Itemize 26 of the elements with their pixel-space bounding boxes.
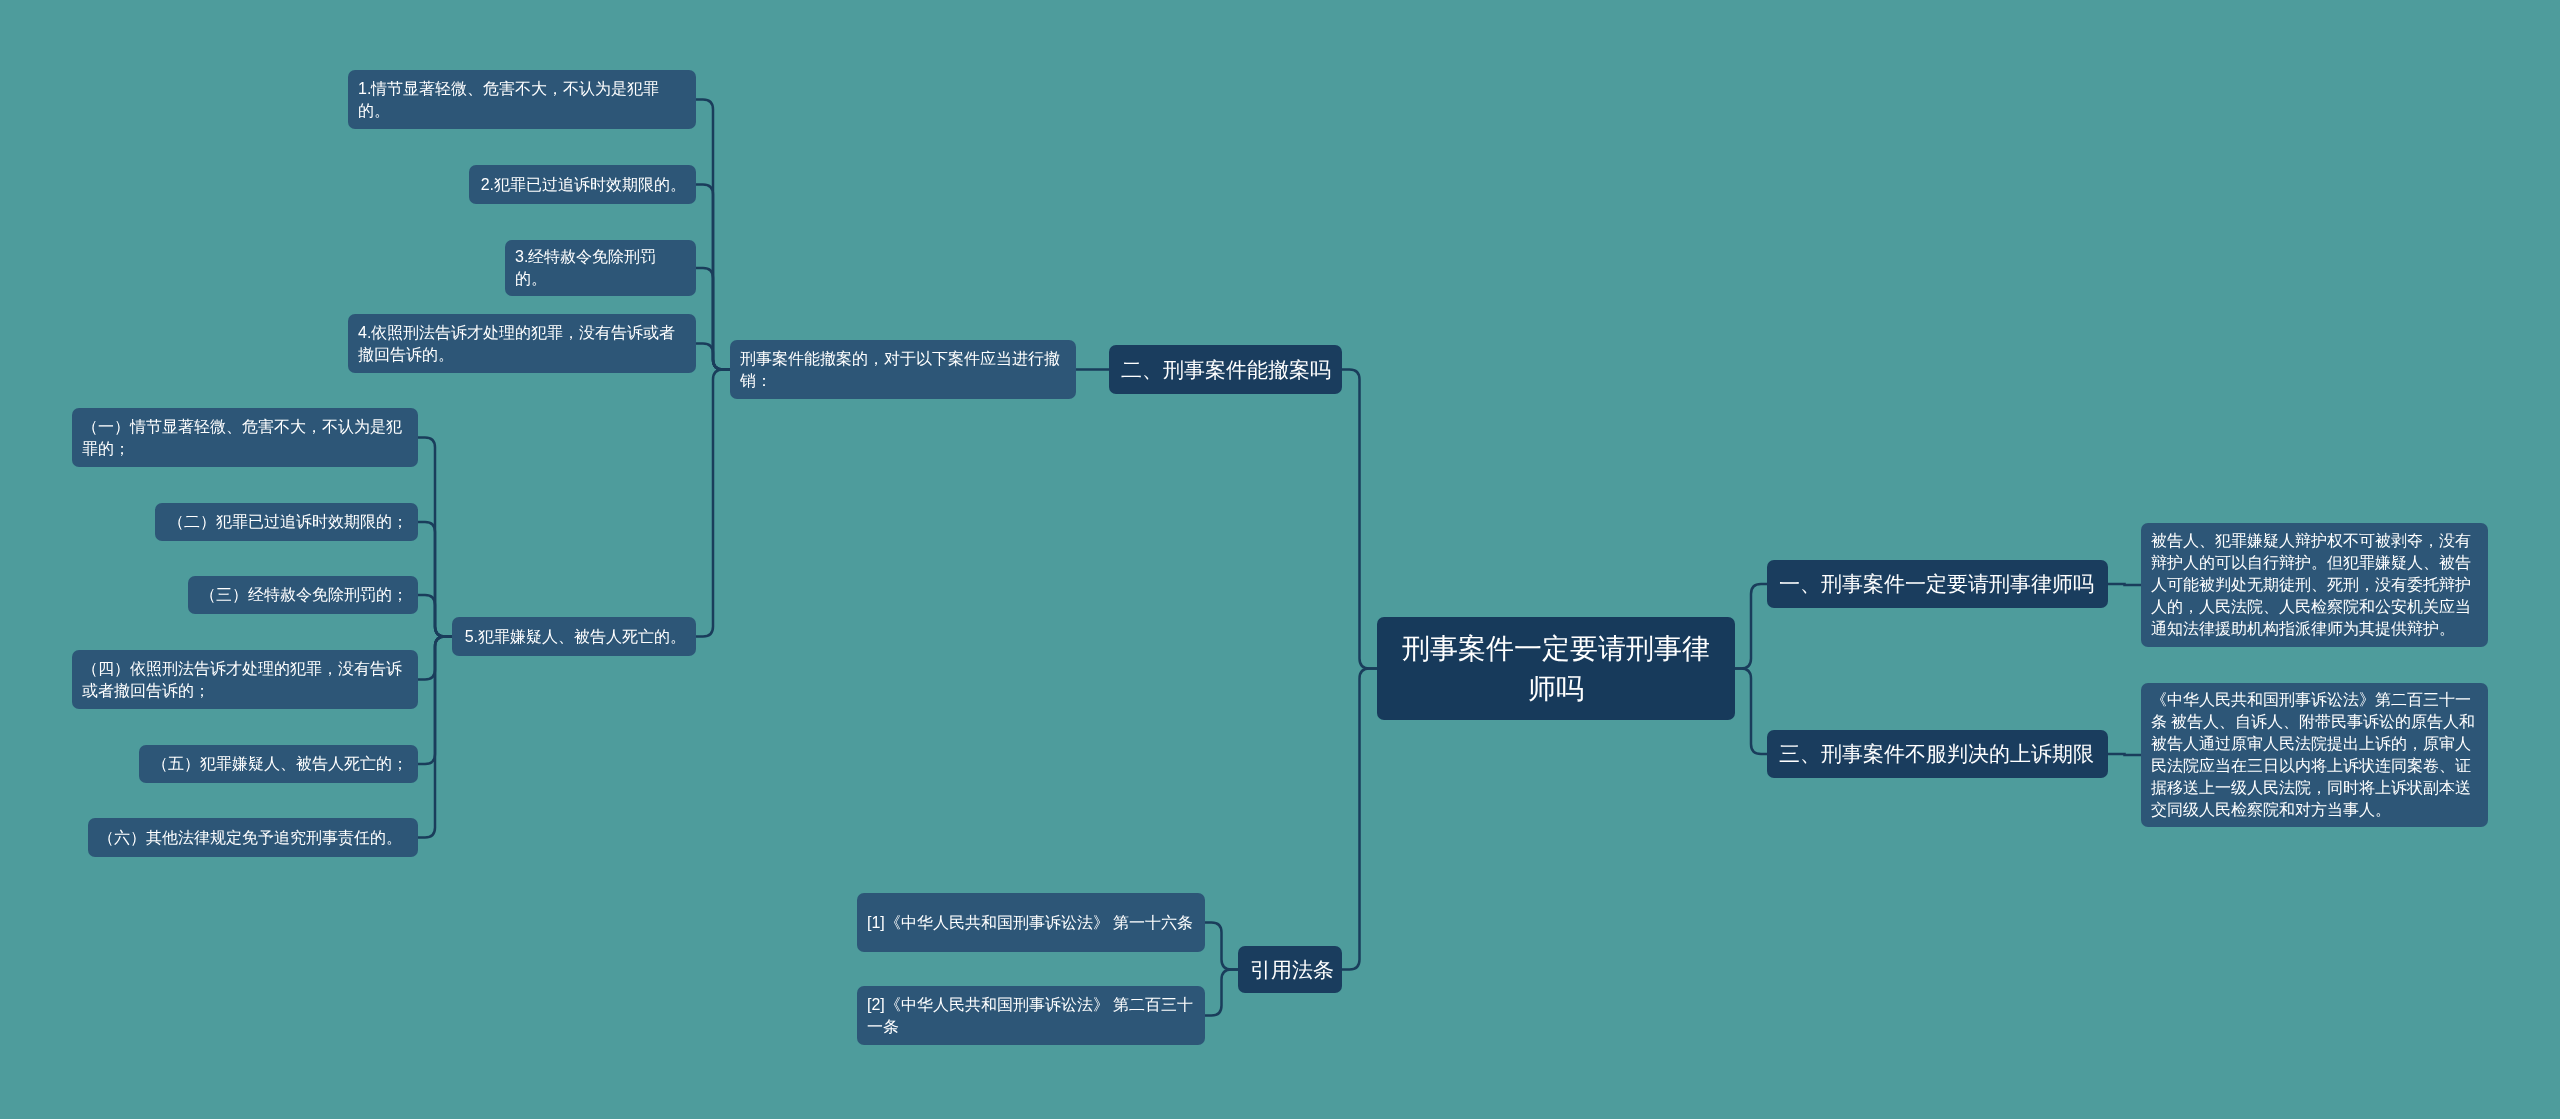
branch-box: 三、刑事案件不服判决的上诉期限	[1767, 730, 2108, 778]
text-box: 1.情节显著轻微、危害不大，不认为是犯罪的。	[348, 70, 696, 129]
text-box: 2.犯罪已过追诉时效期限的。	[469, 165, 696, 204]
text-box: （六）其他法律规定免予追究刑事责任的。	[88, 818, 418, 857]
topic-box: 刑事案件一定要请刑事律师吗	[1377, 617, 1735, 720]
text-box: 刑事案件能撤案的，对于以下案件应当进行撤销：	[730, 340, 1076, 399]
connector-line	[1205, 968, 1238, 1017]
text-box: （四）依照刑法告诉才处理的犯罪，没有告诉或者撤回告诉的；	[72, 650, 418, 709]
text-box: （五）犯罪嫌疑人、被告人死亡的；	[139, 745, 418, 783]
branch-box: 引用法条	[1238, 946, 1342, 993]
text-box: 4.依照刑法告诉才处理的犯罪，没有告诉或者撤回告诉的。	[348, 314, 696, 373]
branch-box: 一、刑事案件一定要请刑事律师吗	[1767, 560, 2108, 608]
connector-line	[2108, 582, 2141, 587]
text-box: 5.犯罪嫌疑人、被告人死亡的。	[452, 617, 696, 656]
text-box: （一）情节显著轻微、危害不大，不认为是犯罪的；	[72, 408, 418, 467]
connector-line	[1342, 667, 1377, 971]
text-box: 3.经特赦令免除刑罚的。	[505, 240, 696, 296]
text-box: 被告人、犯罪嫌疑人辩护权不可被剥夺，没有辩护人的可以自行辩护。但犯罪嫌疑人、被告人可能被判处无期徒刑、死刑，没有委托辩护人的，人民法院、人民检察院和公安机关应当通知法律援助机构指派律师为其提供辩护。	[2141, 523, 2488, 647]
connector-line	[1076, 368, 1109, 371]
text-box: （三）经特赦令免除刑罚的；	[188, 576, 418, 614]
connector-line	[2108, 752, 2141, 757]
text-box: 《中华人民共和国刑事诉讼法》第二百三十一条 被告人、自诉人、附带民事诉讼的原告人和被告人通过原审人民法院提出上诉的，原审人民法院应当在三日以内将上诉状连同案卷、证据移送上一级人民法院，同时将上诉状副本送交同级人民检察院和对方当事人。	[2141, 683, 2488, 827]
text-box: （二）犯罪已过追诉时效期限的；	[155, 503, 418, 541]
branch-box: 二、刑事案件能撤案吗	[1109, 345, 1342, 394]
text-box: [2]《中华人民共和国刑事诉讼法》 第二百三十一条	[857, 986, 1205, 1045]
text-box: [1]《中华人民共和国刑事诉讼法》 第一十六条	[857, 893, 1205, 952]
